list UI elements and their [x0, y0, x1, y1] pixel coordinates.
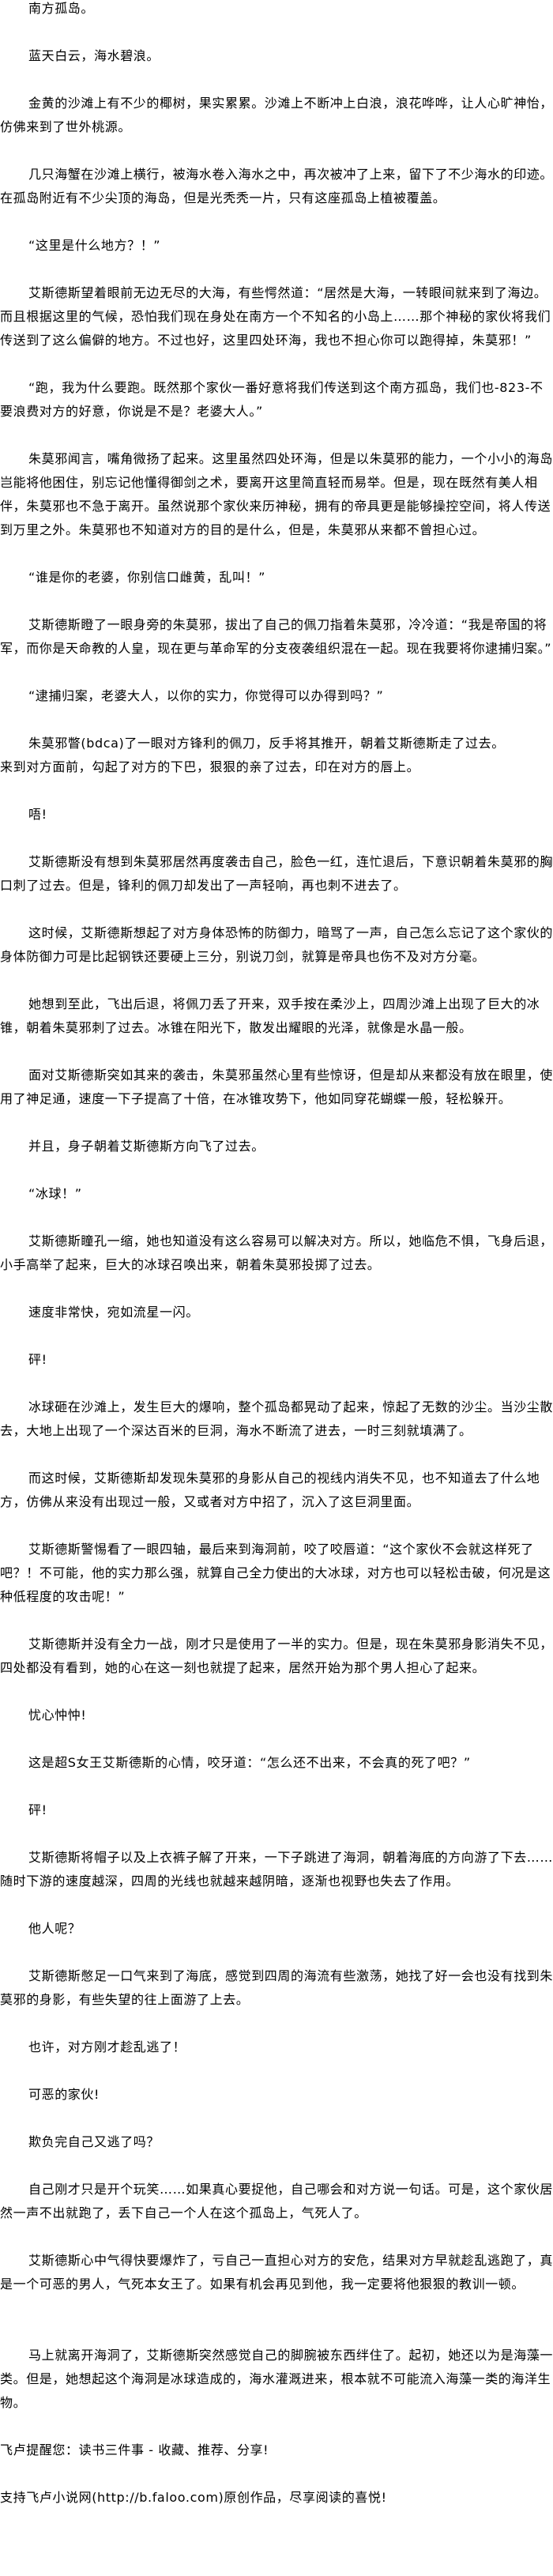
- paragraph: 艾斯德斯瞪了一眼身旁的朱莫邪，拔出了自己的佩刀指着朱莫邪，冷冷道：“我是帝国的将…: [0, 617, 552, 656]
- paragraph: 自己刚才只是开个玩笑……如果真心要捉他，自己哪会和对方说一句话。可是，这个家伙居…: [0, 2182, 553, 2220]
- paragraph: 朱莫邪闻言，嘴角微扬了起来。这里虽然四处环海，但是以朱莫邪的能力，一个小小的海岛…: [0, 451, 553, 537]
- footer-reminder: 飞卢提醒您：读书三件事 - 收藏、推荐、分享!: [0, 2442, 269, 2457]
- footer-support-link[interactable]: 支持飞卢小说网(http://b.faloo.com)原创作品，尽享阅读的喜悦!: [0, 2490, 387, 2505]
- paragraph: 速度非常快，宛如流星一闪。: [28, 1305, 199, 1320]
- paragraph: 冰球砸在沙滩上，发生巨大的爆响，整个孤岛都晃动了起来，惊起了无数的沙尘。当沙尘散…: [0, 1399, 553, 1438]
- paragraph: 这时候，艾斯德斯想起了对方身体恐怖的防御力，暗骂了一声，自己怎么忘记了这个家伙的…: [0, 925, 553, 964]
- paragraph: 并且，身子朝着艾斯德斯方向飞了过去。: [28, 1139, 265, 1154]
- paragraph: 砰!: [28, 1352, 47, 1367]
- paragraph: 南方孤岛。: [28, 1, 95, 16]
- paragraph: 艾斯德斯没有想到朱莫邪居然再度袭击自己，脸色一红，连忙退后，下意识朝着朱莫邪的胸…: [0, 854, 553, 893]
- paragraph: 她想到至此，飞出后退，将佩刀丢了开来，双手按在柔沙上，四周沙滩上出现了巨大的冰锥…: [0, 996, 540, 1035]
- paragraph: 忧心忡忡!: [28, 1708, 87, 1723]
- paragraph: 砰!: [28, 1802, 47, 1817]
- paragraph: 唔!: [28, 807, 47, 822]
- paragraph-line: 朱莫邪瞥(bdca)了一眼对方锋利的佩刀，反手将其推开，朝着艾斯德斯走了过去。: [28, 736, 505, 751]
- paragraph: “这里是什么地方？！”: [28, 238, 161, 253]
- paragraph: 欺负完自己又逃了吗？: [28, 2134, 160, 2149]
- paragraph: “谁是你的老婆，你别信口雌黄，乱叫！”: [28, 570, 265, 585]
- paragraph: 他人呢？: [28, 1921, 81, 1936]
- paragraph: 金黄的沙滩上有不少的椰树，果实累累。沙滩上不断冲上白浪，浪花哗哗，让人心旷神怡，…: [0, 96, 553, 134]
- paragraph: 艾斯德斯并没有全力一战，刚才只是使用了一半的实力。但是，现在朱莫邪身影消失不见，…: [0, 1636, 553, 1675]
- paragraph: 艾斯德斯心中气得快要爆炸了，亏自己一直担心对方的安危，结果对方早就趁乱逃跑了，真…: [0, 2253, 553, 2292]
- paragraph: 几只海蟹在沙滩上横行，被海水卷入海水之中，再次被冲了上来，留下了不少海水的印迹。…: [0, 167, 553, 205]
- paragraph: “逮捕归案，老婆大人，以你的实力，你觉得可以办得到吗？”: [28, 688, 384, 703]
- paragraph: 艾斯德斯望着眼前无边无尽的大海，有些愕然道：“居然是大海，一转眼间就来到了海边。…: [0, 285, 551, 348]
- paragraph: 艾斯德斯瞳孔一缩，她也知道没有这么容易可以解决对方。所以，她临危不惧，飞身后退，…: [0, 1233, 553, 1272]
- paragraph: 马上就离开海洞了，艾斯德斯突然感觉自己的脚腕被东西绊住了。起初，她还以为是海藻一…: [0, 2348, 553, 2410]
- paragraph: “冰球！”: [28, 1186, 82, 1201]
- paragraph: 可恶的家伙!: [28, 2087, 100, 2102]
- paragraph: 艾斯德斯警惕看了一眼四轴，最后来到海洞前，咬了咬唇道：“这个家伙不会就这样死了吧…: [0, 1542, 551, 1604]
- paragraph: 艾斯德斯憋足一口气来到了海底，感觉到四周的海流有些激荡，她找了好一会也没有找到朱…: [0, 1968, 553, 2007]
- paragraph: 艾斯德斯将帽子以及上衣裤子解了开来，一下子跳进了海洞，朝着海底的方向游了下去………: [0, 1850, 553, 1889]
- paragraph: 这是超S女王艾斯德斯的心情，咬牙道：“怎么还不出来，不会真的死了吧？”: [28, 1755, 471, 1770]
- paragraph: 而这时候，艾斯德斯却发现朱莫邪的身影从自己的视线内消失不见，也不知道去了什么地方…: [0, 1471, 540, 1509]
- paragraph-line: 来到对方面前，勾起了对方的下巴，狠狠的亲了过去，印在对方的唇上。: [0, 759, 420, 774]
- paragraph: 蓝天白云，海水碧浪。: [28, 48, 160, 63]
- paragraph: 也许，对方刚才趁乱逃了！: [28, 2039, 186, 2054]
- paragraph: 面对艾斯德斯突如其来的袭击，朱莫邪虽然心里有些惊讶，但是却从来都没有放在眼里，使…: [0, 1068, 553, 1106]
- paragraph: 朱莫邪瞥(bdca)了一眼对方锋利的佩刀，反手将其推开，朝着艾斯德斯走了过去。来…: [0, 732, 553, 779]
- paragraph: “跑，我为什么要跑。既然那个家伙一番好意将我们传送到这个南方孤岛，我们也-823…: [0, 380, 544, 419]
- chapter-text: 南方孤岛。 蓝天白云，海水碧浪。 金黄的沙滩上有不少的椰树，果实累累。沙滩上不断…: [0, 1, 553, 2505]
